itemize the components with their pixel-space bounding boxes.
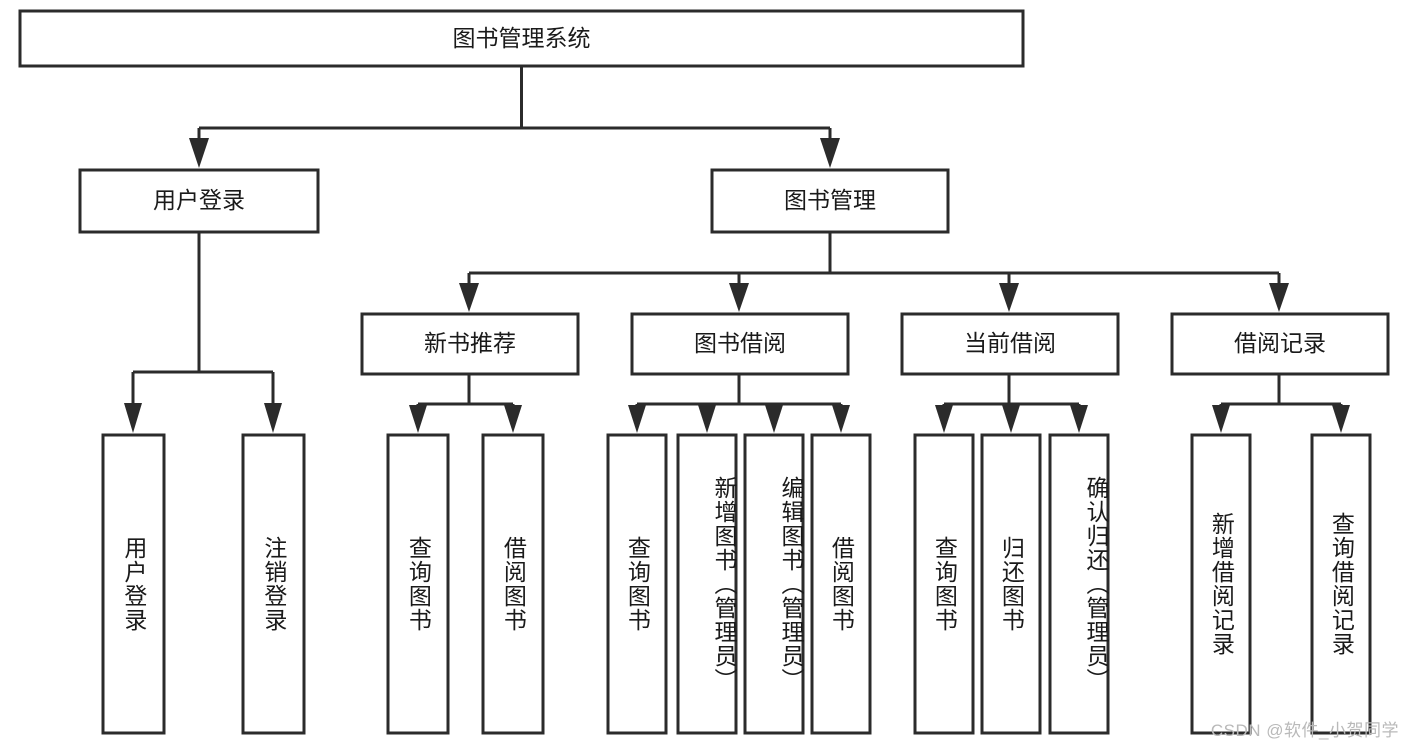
node-leaf-borrow-book-bor-box[interactable] <box>810 433 872 735</box>
node-book-borrow[interactable]: 图书借阅 <box>630 312 850 376</box>
arrow-head-leaf-query-borrow-record <box>1332 405 1350 433</box>
node-root[interactable]: 图书管理系统 <box>18 9 1025 68</box>
node-book-management-box[interactable] <box>710 168 950 234</box>
connector-group-root <box>189 66 840 168</box>
node-leaf-add-book-admin-box[interactable] <box>676 433 738 735</box>
connector-group-book-borrow <box>628 374 850 433</box>
connector-group-new-book-recommend <box>409 374 522 433</box>
arrow-head-leaf-return-book <box>1002 405 1020 433</box>
node-leaf-user-logout-box[interactable] <box>241 433 306 735</box>
connector-group-book-management <box>459 232 1289 312</box>
arrow-head-leaf-borrow-book-bor <box>832 405 850 433</box>
arrow-head-current-borrow <box>999 283 1019 312</box>
node-book-management-label: 图书管理 <box>784 187 876 213</box>
node-current-borrow[interactable]: 当前借阅 <box>900 312 1120 376</box>
node-borrow-record-box[interactable] <box>1170 312 1390 376</box>
connector-group-current-borrow <box>935 374 1088 433</box>
node-borrow-record[interactable]: 借阅记录 <box>1170 312 1390 376</box>
connector-group-borrow-record <box>1212 374 1350 433</box>
arrow-head-leaf-user-logout <box>264 403 282 433</box>
node-book-borrow-box[interactable] <box>630 312 850 376</box>
node-leaf-query-book-cur-box[interactable] <box>913 433 975 735</box>
arrow-head-leaf-query-book-bor <box>628 405 646 433</box>
node-leaf-query-book-bor-box[interactable] <box>606 433 668 735</box>
arrow-head-book-management <box>820 138 840 168</box>
node-book-borrow-label: 图书借阅 <box>694 330 786 356</box>
arrow-head-book-borrow <box>729 283 749 312</box>
node-leaf-add-borrow-record-box[interactable] <box>1190 433 1252 735</box>
node-new-book-recommend-label: 新书推荐 <box>424 330 516 356</box>
arrow-head-user-login <box>189 138 209 168</box>
node-leaf-borrow-book-rec-box[interactable] <box>481 433 545 735</box>
node-leaf-confirm-return-admin-box[interactable] <box>1048 433 1110 735</box>
arrow-head-leaf-edit-book-admin <box>765 405 783 433</box>
watermark-text: CSDN @软件_小贺同学 <box>1210 721 1399 740</box>
arrow-head-leaf-add-borrow-record <box>1212 405 1230 433</box>
node-user-login-box[interactable] <box>78 168 320 234</box>
node-current-borrow-label: 当前借阅 <box>964 330 1056 356</box>
arrow-head-new-book-recommend <box>459 283 479 312</box>
node-leaf-query-borrow-record-box[interactable] <box>1310 433 1372 735</box>
node-leaf-query-book-rec-box[interactable] <box>386 433 450 735</box>
arrow-head-leaf-borrow-book-rec <box>504 405 522 433</box>
node-leaf-edit-book-admin-box[interactable] <box>743 433 805 735</box>
arrow-head-borrow-record <box>1269 283 1289 312</box>
node-current-borrow-box[interactable] <box>900 312 1120 376</box>
node-leaf-return-book-box[interactable] <box>980 433 1042 735</box>
arrow-head-leaf-confirm-return-admin <box>1070 405 1088 433</box>
arrow-head-leaf-query-book-rec <box>409 405 427 433</box>
connector-group-user-login <box>124 232 282 433</box>
arrow-head-leaf-user-login <box>124 403 142 433</box>
node-root-label: 图书管理系统 <box>453 25 591 51</box>
arrow-head-leaf-query-book-cur <box>935 405 953 433</box>
arrow-head-leaf-add-book-admin <box>698 405 716 433</box>
node-new-book-recommend-box[interactable] <box>360 312 580 376</box>
node-user-login-label: 用户登录 <box>153 187 245 213</box>
node-root-box[interactable] <box>18 9 1025 68</box>
node-book-management[interactable]: 图书管理 <box>710 168 950 234</box>
node-leaf-user-login-box[interactable] <box>101 433 166 735</box>
node-borrow-record-label: 借阅记录 <box>1234 330 1326 356</box>
node-user-login[interactable]: 用户登录 <box>78 168 320 234</box>
node-new-book-recommend[interactable]: 新书推荐 <box>360 312 580 376</box>
